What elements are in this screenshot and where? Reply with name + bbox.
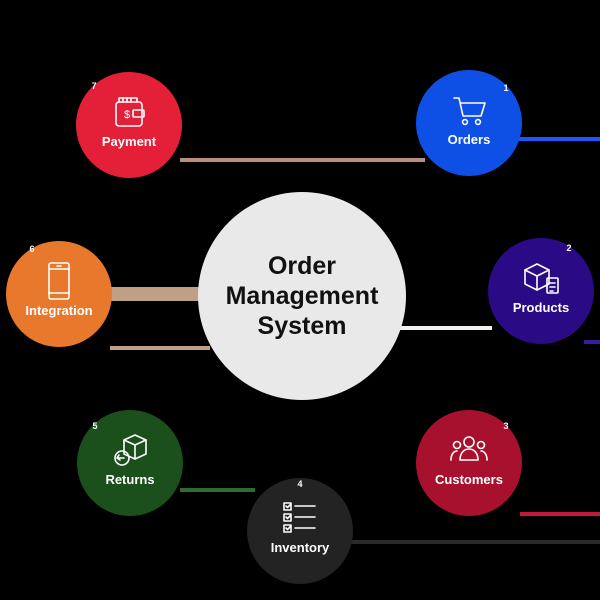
node-products: 2 Products <box>488 238 594 344</box>
node-number: 6 <box>29 244 35 254</box>
boxes-icon <box>524 263 559 294</box>
svg-text:$: $ <box>124 109 130 121</box>
node-number: 4 <box>297 479 303 489</box>
node-orders: 1 Orders <box>416 70 522 176</box>
people-icon <box>450 436 488 461</box>
node-label: Products <box>512 300 570 315</box>
node-customers: 3 Customers <box>416 410 522 516</box>
cart-icon <box>453 97 486 126</box>
node-label: Orders <box>447 132 491 147</box>
smartphone-icon <box>48 262 70 300</box>
node-label: Customers <box>435 472 503 487</box>
node-number: 2 <box>566 243 572 253</box>
checklist-icon <box>283 502 316 533</box>
node-returns: 5 Returns <box>77 410 183 516</box>
wallet-icon: $ <box>115 97 145 127</box>
central-title: Order Management System <box>225 252 379 340</box>
node-label: Inventory <box>270 540 330 555</box>
node-number: 5 <box>92 421 98 431</box>
node-inventory: 4 Inventory <box>247 478 353 584</box>
return-box-icon <box>114 434 147 466</box>
node-number: 7 <box>91 81 97 91</box>
node-label: Integration <box>25 303 93 318</box>
node-label: Returns <box>105 472 155 487</box>
central-hub: Order Management System <box>198 192 406 400</box>
node-number: 1 <box>503 83 509 93</box>
node-payment: 7 $ Payment <box>76 72 182 178</box>
node-integration: 6 Integration <box>6 241 112 347</box>
node-label: Payment <box>101 134 157 149</box>
node-number: 3 <box>503 421 509 431</box>
